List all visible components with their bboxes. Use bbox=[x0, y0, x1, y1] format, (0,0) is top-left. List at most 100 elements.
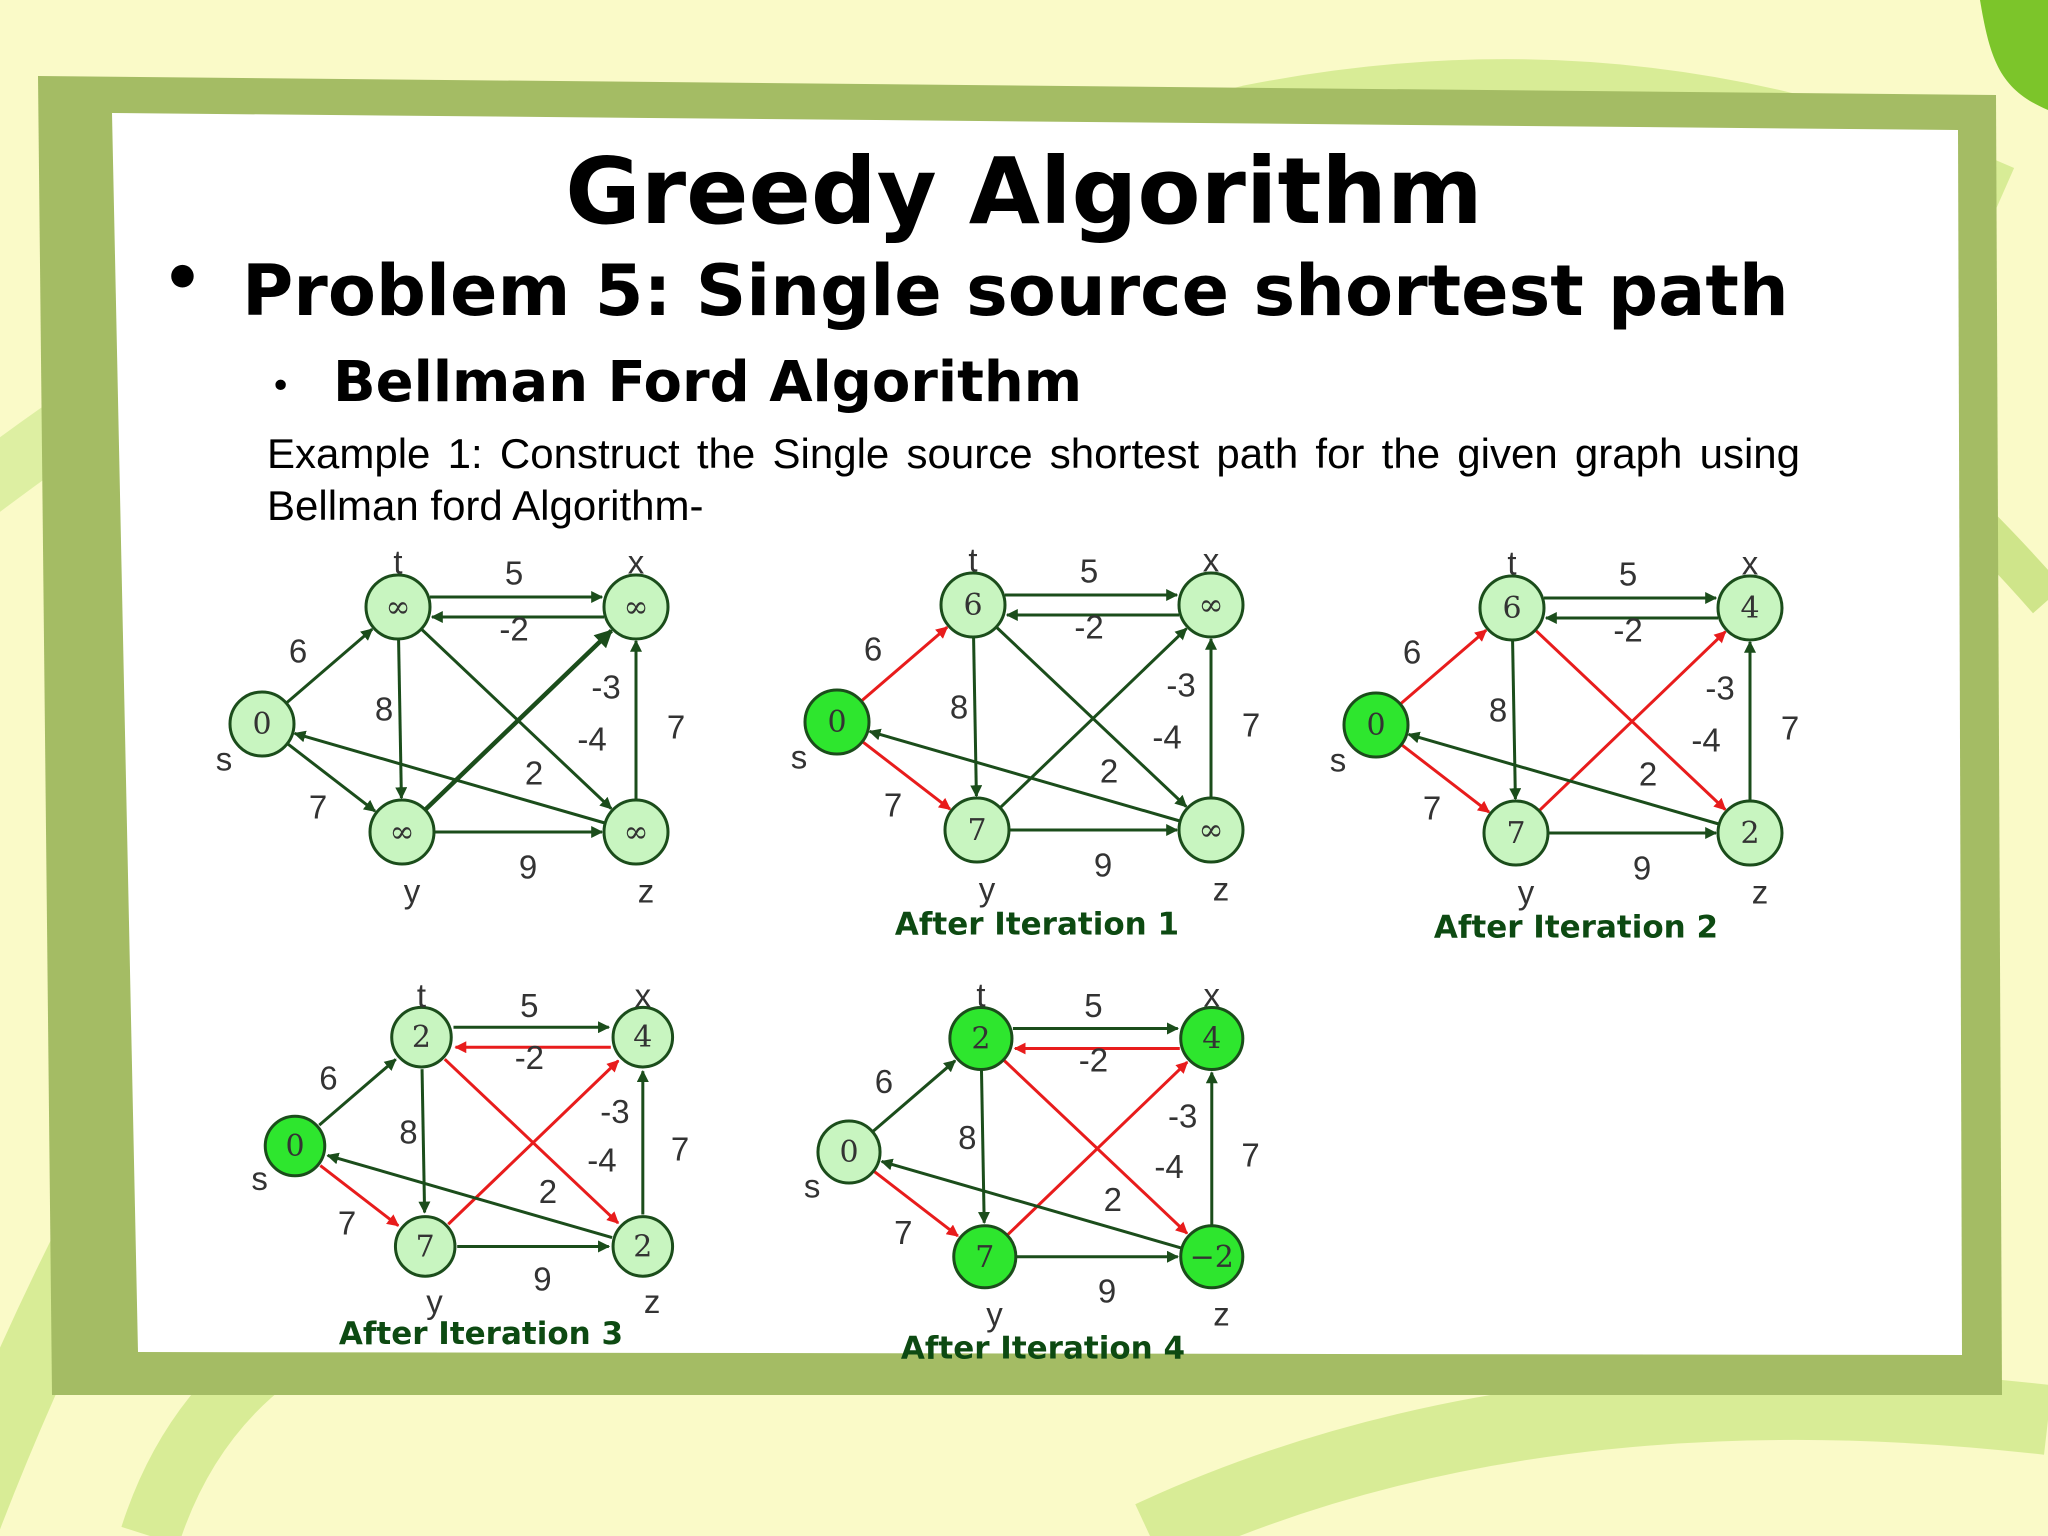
edge-weight-y-x: -3 bbox=[591, 669, 620, 706]
graph-caption: After Iteration 2 bbox=[1434, 910, 1718, 946]
node-value-t: ∞ bbox=[386, 590, 411, 625]
edge-s-y bbox=[861, 740, 952, 811]
node-value-s: 0 bbox=[252, 707, 271, 742]
edge-s-t bbox=[872, 1059, 957, 1133]
node-s bbox=[263, 1114, 327, 1178]
edge-t-y bbox=[418, 1069, 431, 1214]
edge-weight-t-y: 8 bbox=[375, 691, 393, 728]
edge-weight-s-y: 7 bbox=[309, 789, 327, 826]
edge-t-z bbox=[1534, 628, 1727, 811]
edge-weight-y-z: 9 bbox=[1098, 1272, 1116, 1309]
edge-z-s bbox=[868, 728, 1181, 823]
node-value-s: 0 bbox=[1366, 708, 1385, 743]
node-label-y: y bbox=[404, 873, 421, 910]
edge-weight-y-z: 9 bbox=[533, 1260, 551, 1297]
edge-weight-t-x: 5 bbox=[505, 555, 523, 592]
edge-weight-s-t: 6 bbox=[319, 1060, 337, 1097]
node-label-z: z bbox=[1213, 1296, 1230, 1333]
example-description: Example 1: Construct the Single source s… bbox=[267, 430, 1800, 529]
edge-s-t bbox=[1399, 629, 1488, 706]
problem-heading: Problem 5: Single source shortest path bbox=[242, 250, 1789, 332]
edge-t-z bbox=[995, 625, 1188, 808]
node-value-t: 2 bbox=[412, 1020, 431, 1055]
node-value-t: 6 bbox=[1502, 591, 1521, 626]
edge-weight-s-t: 6 bbox=[875, 1063, 893, 1100]
edge-weight-s-y: 7 bbox=[338, 1205, 356, 1242]
edge-weight-x-t: -2 bbox=[515, 1039, 544, 1076]
node-x bbox=[602, 573, 670, 641]
node-s bbox=[803, 688, 871, 756]
edge-weight-z-x: 7 bbox=[1781, 710, 1799, 747]
node-label-y: y bbox=[426, 1283, 443, 1320]
node-t bbox=[939, 571, 1007, 639]
edge-weight-s-t: 6 bbox=[1403, 634, 1421, 671]
edge-weight-t-z: -4 bbox=[1691, 722, 1720, 759]
node-value-y: 7 bbox=[967, 813, 986, 848]
edge-weight-z-s: 2 bbox=[1104, 1181, 1122, 1218]
node-label-x: x bbox=[635, 977, 652, 1014]
node-x bbox=[611, 1005, 675, 1069]
edge-s-y bbox=[319, 1164, 400, 1227]
node-value-x: ∞ bbox=[1199, 588, 1224, 623]
edge-weight-z-s: 2 bbox=[1639, 756, 1657, 793]
node-value-t: 6 bbox=[963, 588, 982, 623]
node-z bbox=[1716, 799, 1784, 867]
node-label-y: y bbox=[986, 1296, 1003, 1333]
edge-t-y bbox=[395, 638, 408, 800]
edge-weight-z-x: 7 bbox=[667, 709, 685, 746]
edge-weight-t-z: -4 bbox=[1154, 1148, 1183, 1185]
edge-s-y bbox=[1400, 743, 1491, 814]
edge-t-z bbox=[443, 1058, 620, 1225]
graph-caption: After Iteration 3 bbox=[339, 1316, 623, 1352]
node-x bbox=[1177, 571, 1245, 639]
node-value-x: 4 bbox=[1202, 1022, 1221, 1057]
edge-weight-t-y: 8 bbox=[1489, 692, 1507, 729]
edge-weight-s-t: 6 bbox=[289, 633, 307, 670]
edge-s-t bbox=[860, 626, 949, 703]
node-value-x: ∞ bbox=[624, 590, 649, 625]
node-label-t: t bbox=[968, 542, 977, 579]
edge-weight-x-t: -2 bbox=[499, 611, 528, 648]
node-label-t: t bbox=[393, 544, 402, 581]
node-y bbox=[1482, 799, 1550, 867]
node-z bbox=[611, 1215, 675, 1278]
node-t bbox=[1478, 574, 1546, 642]
node-label-z: z bbox=[644, 1283, 661, 1320]
node-z bbox=[1177, 796, 1245, 864]
edge-t-y bbox=[970, 636, 983, 798]
node-value-y: 7 bbox=[416, 1229, 435, 1264]
edge-weight-s-y: 7 bbox=[1423, 790, 1441, 827]
edge-weight-t-y: 8 bbox=[950, 689, 968, 726]
node-x bbox=[1716, 574, 1784, 642]
node-label-x: x bbox=[1204, 976, 1221, 1013]
edge-weight-y-z: 9 bbox=[519, 849, 537, 886]
edge-t-z bbox=[1003, 1059, 1189, 1235]
edge-weight-s-y: 7 bbox=[894, 1214, 912, 1251]
edge-weight-t-x: 5 bbox=[1080, 553, 1098, 590]
edge-weight-t-x: 5 bbox=[520, 987, 538, 1024]
node-label-x: x bbox=[1203, 542, 1220, 579]
node-s bbox=[816, 1119, 882, 1185]
node-value-s: 0 bbox=[827, 705, 846, 740]
node-label-z: z bbox=[1213, 871, 1230, 908]
node-label-t: t bbox=[1507, 545, 1516, 582]
edge-s-t bbox=[285, 628, 374, 705]
node-value-s: 0 bbox=[285, 1129, 304, 1164]
edge-weight-z-x: 7 bbox=[1242, 707, 1260, 744]
edge-weight-z-s: 2 bbox=[525, 755, 543, 792]
edge-s-y bbox=[873, 1170, 959, 1238]
node-s bbox=[1342, 691, 1410, 759]
node-t bbox=[390, 1005, 453, 1069]
node-label-s: s bbox=[216, 741, 233, 778]
edge-weight-z-x: 7 bbox=[1241, 1137, 1259, 1174]
node-label-z: z bbox=[638, 873, 655, 910]
node-y bbox=[943, 796, 1011, 864]
graph-caption: After Iteration 4 bbox=[901, 1330, 1185, 1366]
node-value-x: 4 bbox=[1740, 591, 1759, 626]
node-value-z: ∞ bbox=[624, 815, 649, 850]
edge-weight-t-y: 8 bbox=[958, 1119, 976, 1156]
